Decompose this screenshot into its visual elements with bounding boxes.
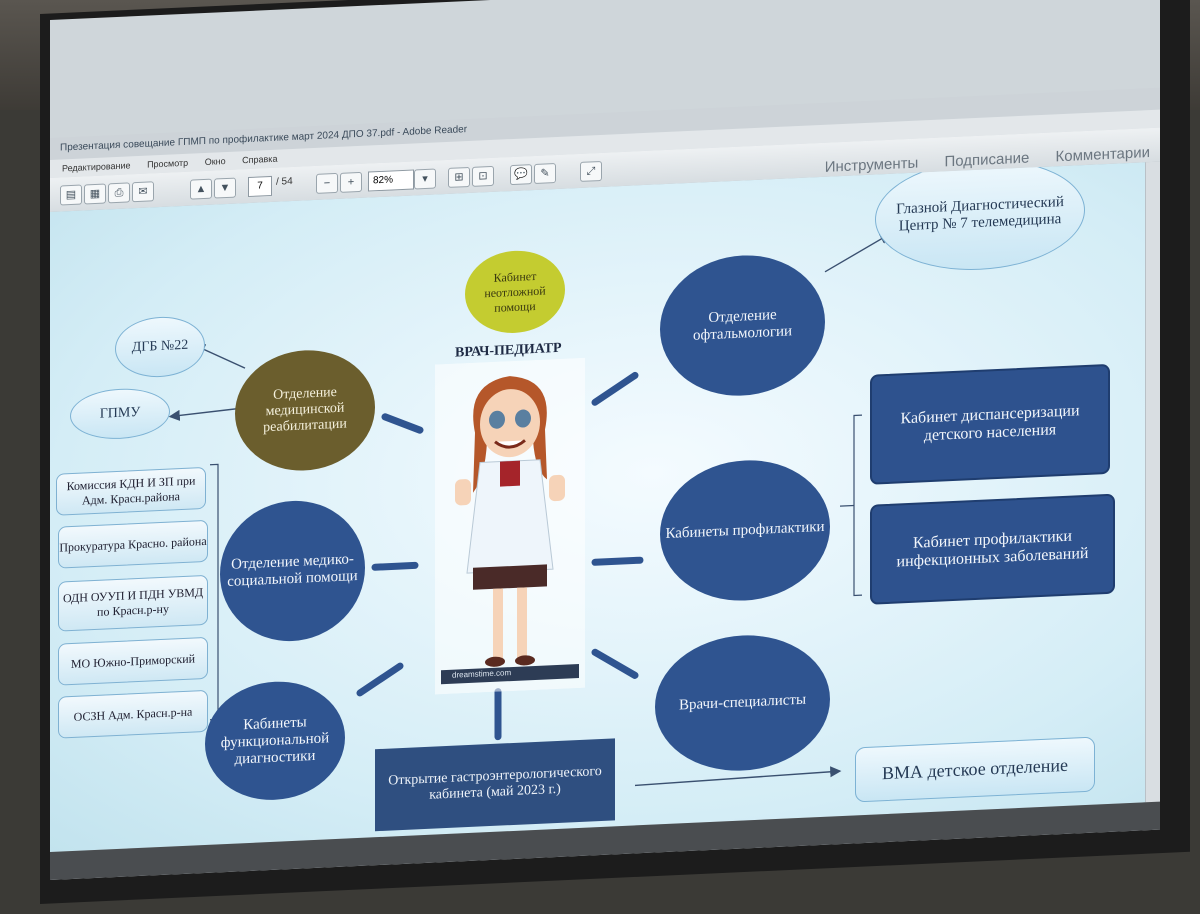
menu-view[interactable]: Просмотр	[147, 157, 189, 170]
pdf-slide: Кабинет неотложной помощи ВРАЧ-ПЕДИАТР О…	[50, 162, 1146, 852]
page-total: / 54	[276, 175, 293, 188]
menu-edit[interactable]: Редактирование	[62, 160, 131, 174]
left-box-odn: ОДН ОУУП И ПДН УВМД по Красн.р-ну	[58, 574, 208, 632]
fit-width-icon[interactable]: ⊡	[472, 165, 494, 187]
page-number-input[interactable]: 7	[248, 175, 272, 198]
comment-icon[interactable]: 💬	[510, 164, 532, 186]
prev-page-icon[interactable]: ▲	[190, 178, 212, 200]
chevron-down-icon[interactable]: ▾	[414, 168, 436, 190]
infection-node: Кабинет профилактики инфекционных заболе…	[870, 493, 1115, 605]
save-icon[interactable]: ▦	[84, 183, 106, 205]
open-icon[interactable]: ▤	[60, 184, 82, 206]
fullscreen-icon[interactable]: ⤢	[580, 160, 602, 182]
zoom-in-icon[interactable]: +	[340, 171, 362, 193]
gastro-node: Открытие гастроэнтерологического кабинет…	[375, 738, 615, 832]
fit-page-icon[interactable]: ⊞	[448, 166, 470, 188]
next-page-icon[interactable]: ▼	[214, 177, 236, 199]
left-box-kdn: Комиссия КДН И ЗП при Адм. Красн.района	[56, 466, 206, 516]
zoom-select[interactable]: 82%	[368, 169, 414, 192]
vma-node: ВМА детское отделение	[855, 736, 1095, 803]
dispensary-node: Кабинет диспансеризации детского населен…	[870, 363, 1110, 485]
left-box-prosecutor: Прокуратура Красно. района	[58, 519, 208, 569]
diagram-connectors	[168, 233, 892, 787]
zoom-out-icon[interactable]: −	[316, 172, 338, 194]
email-icon[interactable]: ✉	[132, 181, 154, 203]
doctor-illustration	[435, 357, 585, 695]
menu-window[interactable]: Окно	[204, 156, 226, 167]
left-box-oszn: ОСЗН Адм. Красн.р-на	[58, 689, 208, 739]
print-icon[interactable]: ⎙	[108, 182, 130, 204]
left-box-mo: МО Южно-Приморский	[58, 636, 208, 686]
sign-icon[interactable]: ✎	[534, 163, 556, 185]
projected-screen: Презентация совещание ГПМП по профилакти…	[50, 0, 1160, 880]
menu-help[interactable]: Справка	[242, 153, 278, 166]
vertical-scrollbar[interactable]	[1145, 161, 1160, 803]
